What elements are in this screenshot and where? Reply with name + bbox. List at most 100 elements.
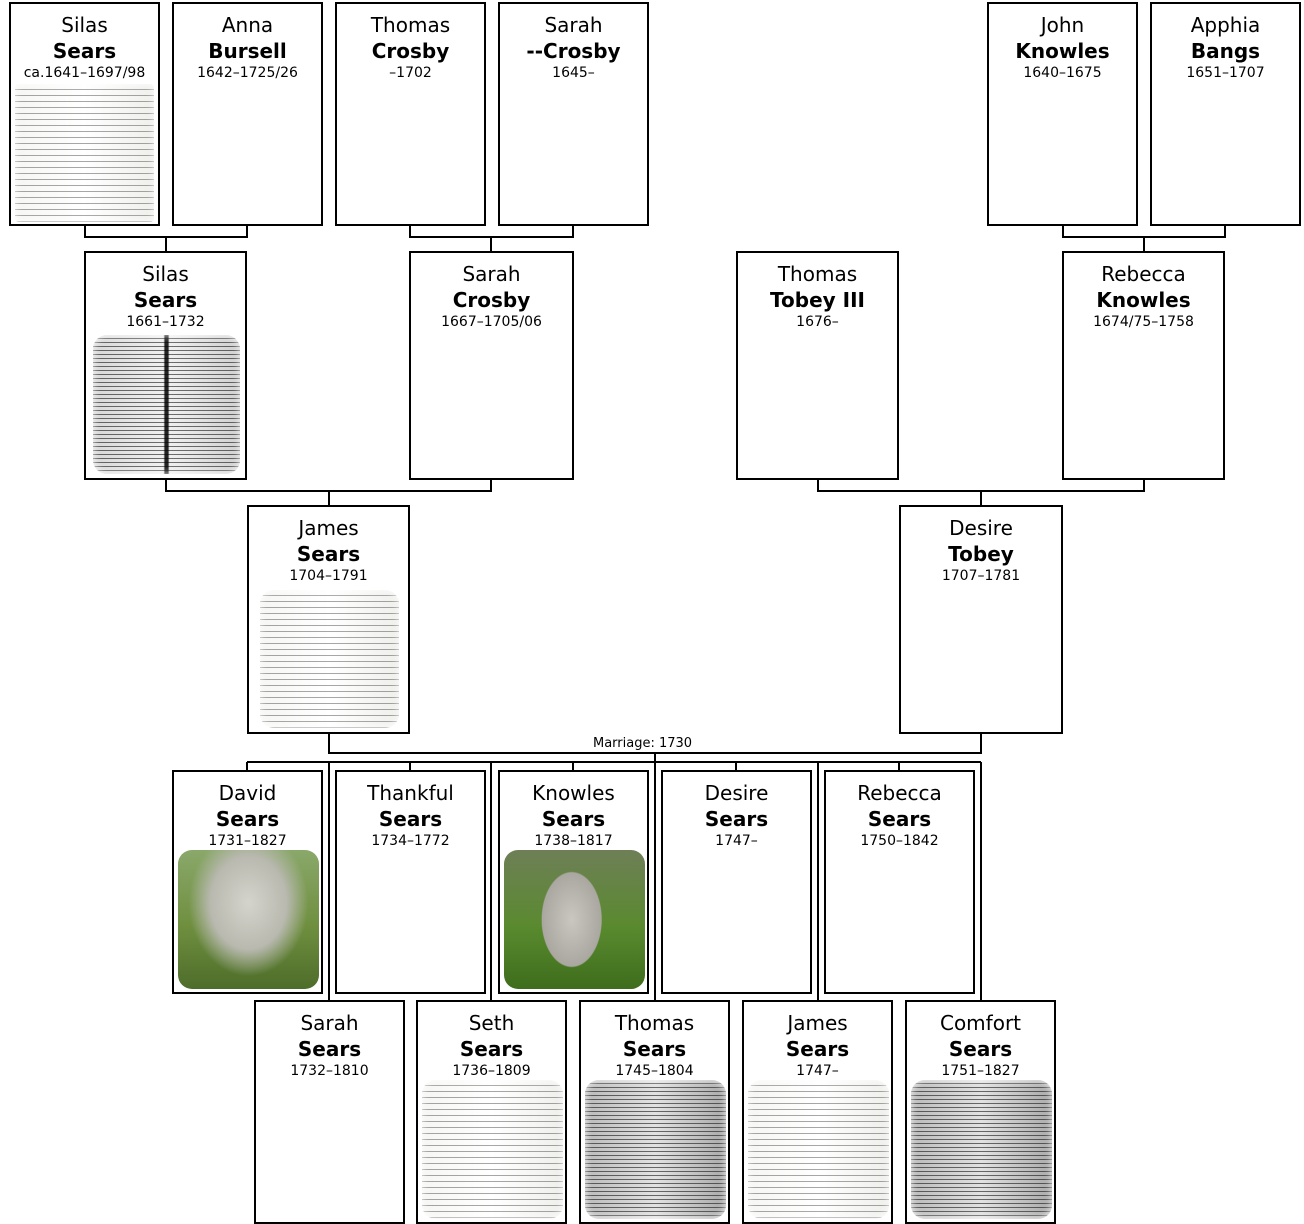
person-card[interactable]: Comfort Sears 1751–1827 [905,1000,1056,1224]
first-name: James [298,516,359,540]
last-name: Sears [541,807,606,831]
person-card[interactable]: Rebecca Knowles 1674/75–1758 [1062,251,1225,480]
life-dates: 1736–1809 [452,1063,531,1079]
last-name: Bursell [208,39,287,63]
life-dates: 1750–1842 [860,833,939,849]
person-card[interactable]: Thomas Sears 1745–1804 [579,1000,730,1224]
life-dates: 1747– [796,1063,839,1079]
life-dates: 1640–1675 [1023,65,1102,81]
person-card[interactable]: Silas Sears 1661–1732 [84,251,247,480]
first-name: Sarah [544,13,603,37]
first-name: Rebecca [1101,262,1186,286]
first-name: Thomas [777,262,858,286]
life-dates: ca.1641–1697/98 [23,65,146,81]
life-dates: –1702 [389,65,432,81]
first-name: Sarah [300,1011,359,1035]
last-name: Sears [622,1037,687,1061]
person-card[interactable]: John Knowles 1640–1675 [987,2,1138,226]
marriage-label: Marriage: 1730 [591,736,695,751]
last-name: Sears [378,807,443,831]
last-name: Sears [948,1037,1013,1061]
document-thumbnail[interactable] [585,1080,726,1219]
first-name: Silas [142,262,189,286]
life-dates: 1751–1827 [941,1063,1020,1079]
last-name: Knowles [1015,39,1110,63]
life-dates: 1707–1781 [941,568,1021,584]
life-dates: 1734–1772 [371,833,450,849]
last-name: Crosby [452,288,531,312]
last-name: --Crosby [526,39,621,63]
first-name: James [787,1011,848,1035]
last-name: Sears [704,807,769,831]
last-name: Sears [867,807,932,831]
person-card[interactable]: James Sears 1704–1791 [247,505,410,734]
first-name: Silas [61,13,108,37]
person-card[interactable]: Anna Bursell 1642–1725/26 [172,2,323,226]
last-name: Sears [459,1037,524,1061]
person-card[interactable]: Silas Sears ca.1641–1697/98 [9,2,160,226]
last-name: Sears [215,807,280,831]
first-name: Anna [221,13,274,37]
first-name: John [1040,13,1085,37]
life-dates: 1651–1707 [1186,65,1265,81]
document-thumbnail[interactable] [93,335,240,474]
life-dates: 1642–1725/26 [197,65,298,81]
first-name: Thankful [367,781,454,805]
document-thumbnail[interactable] [15,84,154,222]
person-card[interactable]: Apphia Bangs 1651–1707 [1150,2,1301,226]
life-dates: 1747– [715,833,758,849]
person-card[interactable]: Thomas Crosby –1702 [335,2,486,226]
life-dates: 1676– [796,314,839,330]
last-name: Sears [296,542,361,566]
life-dates: 1745–1804 [615,1063,694,1079]
person-card[interactable]: Seth Sears 1736–1809 [416,1000,567,1224]
life-dates: 1732–1810 [290,1063,369,1079]
person-card[interactable]: Rebecca Sears 1750–1842 [824,770,975,994]
life-dates: 1667–1705/06 [441,314,542,330]
person-card[interactable]: David Sears 1731–1827 [172,770,323,994]
person-card[interactable]: Knowles Sears 1738–1817 [498,770,649,994]
last-name: Sears [297,1037,362,1061]
document-thumbnail[interactable] [748,1080,889,1219]
person-card[interactable]: Sarah --Crosby 1645– [498,2,649,226]
person-card[interactable]: James Sears 1747– [742,1000,893,1224]
person-card[interactable]: Desire Tobey 1707–1781 [899,505,1063,734]
last-name: Knowles [1096,288,1191,312]
first-name: Thomas [370,13,451,37]
last-name: Crosby [371,39,450,63]
last-name: Sears [52,39,117,63]
person-card[interactable]: Sarah Crosby 1667–1705/06 [409,251,574,480]
first-name: Knowles [532,781,615,805]
document-thumbnail[interactable] [260,590,399,728]
last-name: Bangs [1190,39,1261,63]
document-thumbnail[interactable] [911,1080,1052,1219]
gravestone-photo[interactable] [504,850,645,989]
life-dates: 1661–1732 [126,314,205,330]
first-name: Desire [704,781,769,805]
life-dates: 1731–1827 [208,833,287,849]
first-name: Desire [949,516,1013,540]
last-name: Tobey III [770,288,865,312]
first-name: Seth [468,1011,515,1035]
first-name: Rebecca [857,781,942,805]
document-thumbnail[interactable] [422,1080,563,1219]
first-name: David [218,781,277,805]
life-dates: 1645– [552,65,595,81]
person-card[interactable]: Thankful Sears 1734–1772 [335,770,486,994]
life-dates: 1674/75–1758 [1093,314,1194,330]
life-dates: 1738–1817 [534,833,613,849]
first-name: Sarah [462,262,521,286]
person-card[interactable]: Desire Sears 1747– [661,770,812,994]
last-name: Tobey [948,542,1014,566]
last-name: Sears [133,288,198,312]
first-name: Thomas [614,1011,695,1035]
gravestone-photo[interactable] [178,850,319,989]
life-dates: 1704–1791 [289,568,368,584]
last-name: Sears [785,1037,850,1061]
first-name: Comfort [939,1011,1022,1035]
person-card[interactable]: Thomas Tobey III 1676– [736,251,899,480]
first-name: Apphia [1190,13,1261,37]
person-card[interactable]: Sarah Sears 1732–1810 [254,1000,405,1224]
